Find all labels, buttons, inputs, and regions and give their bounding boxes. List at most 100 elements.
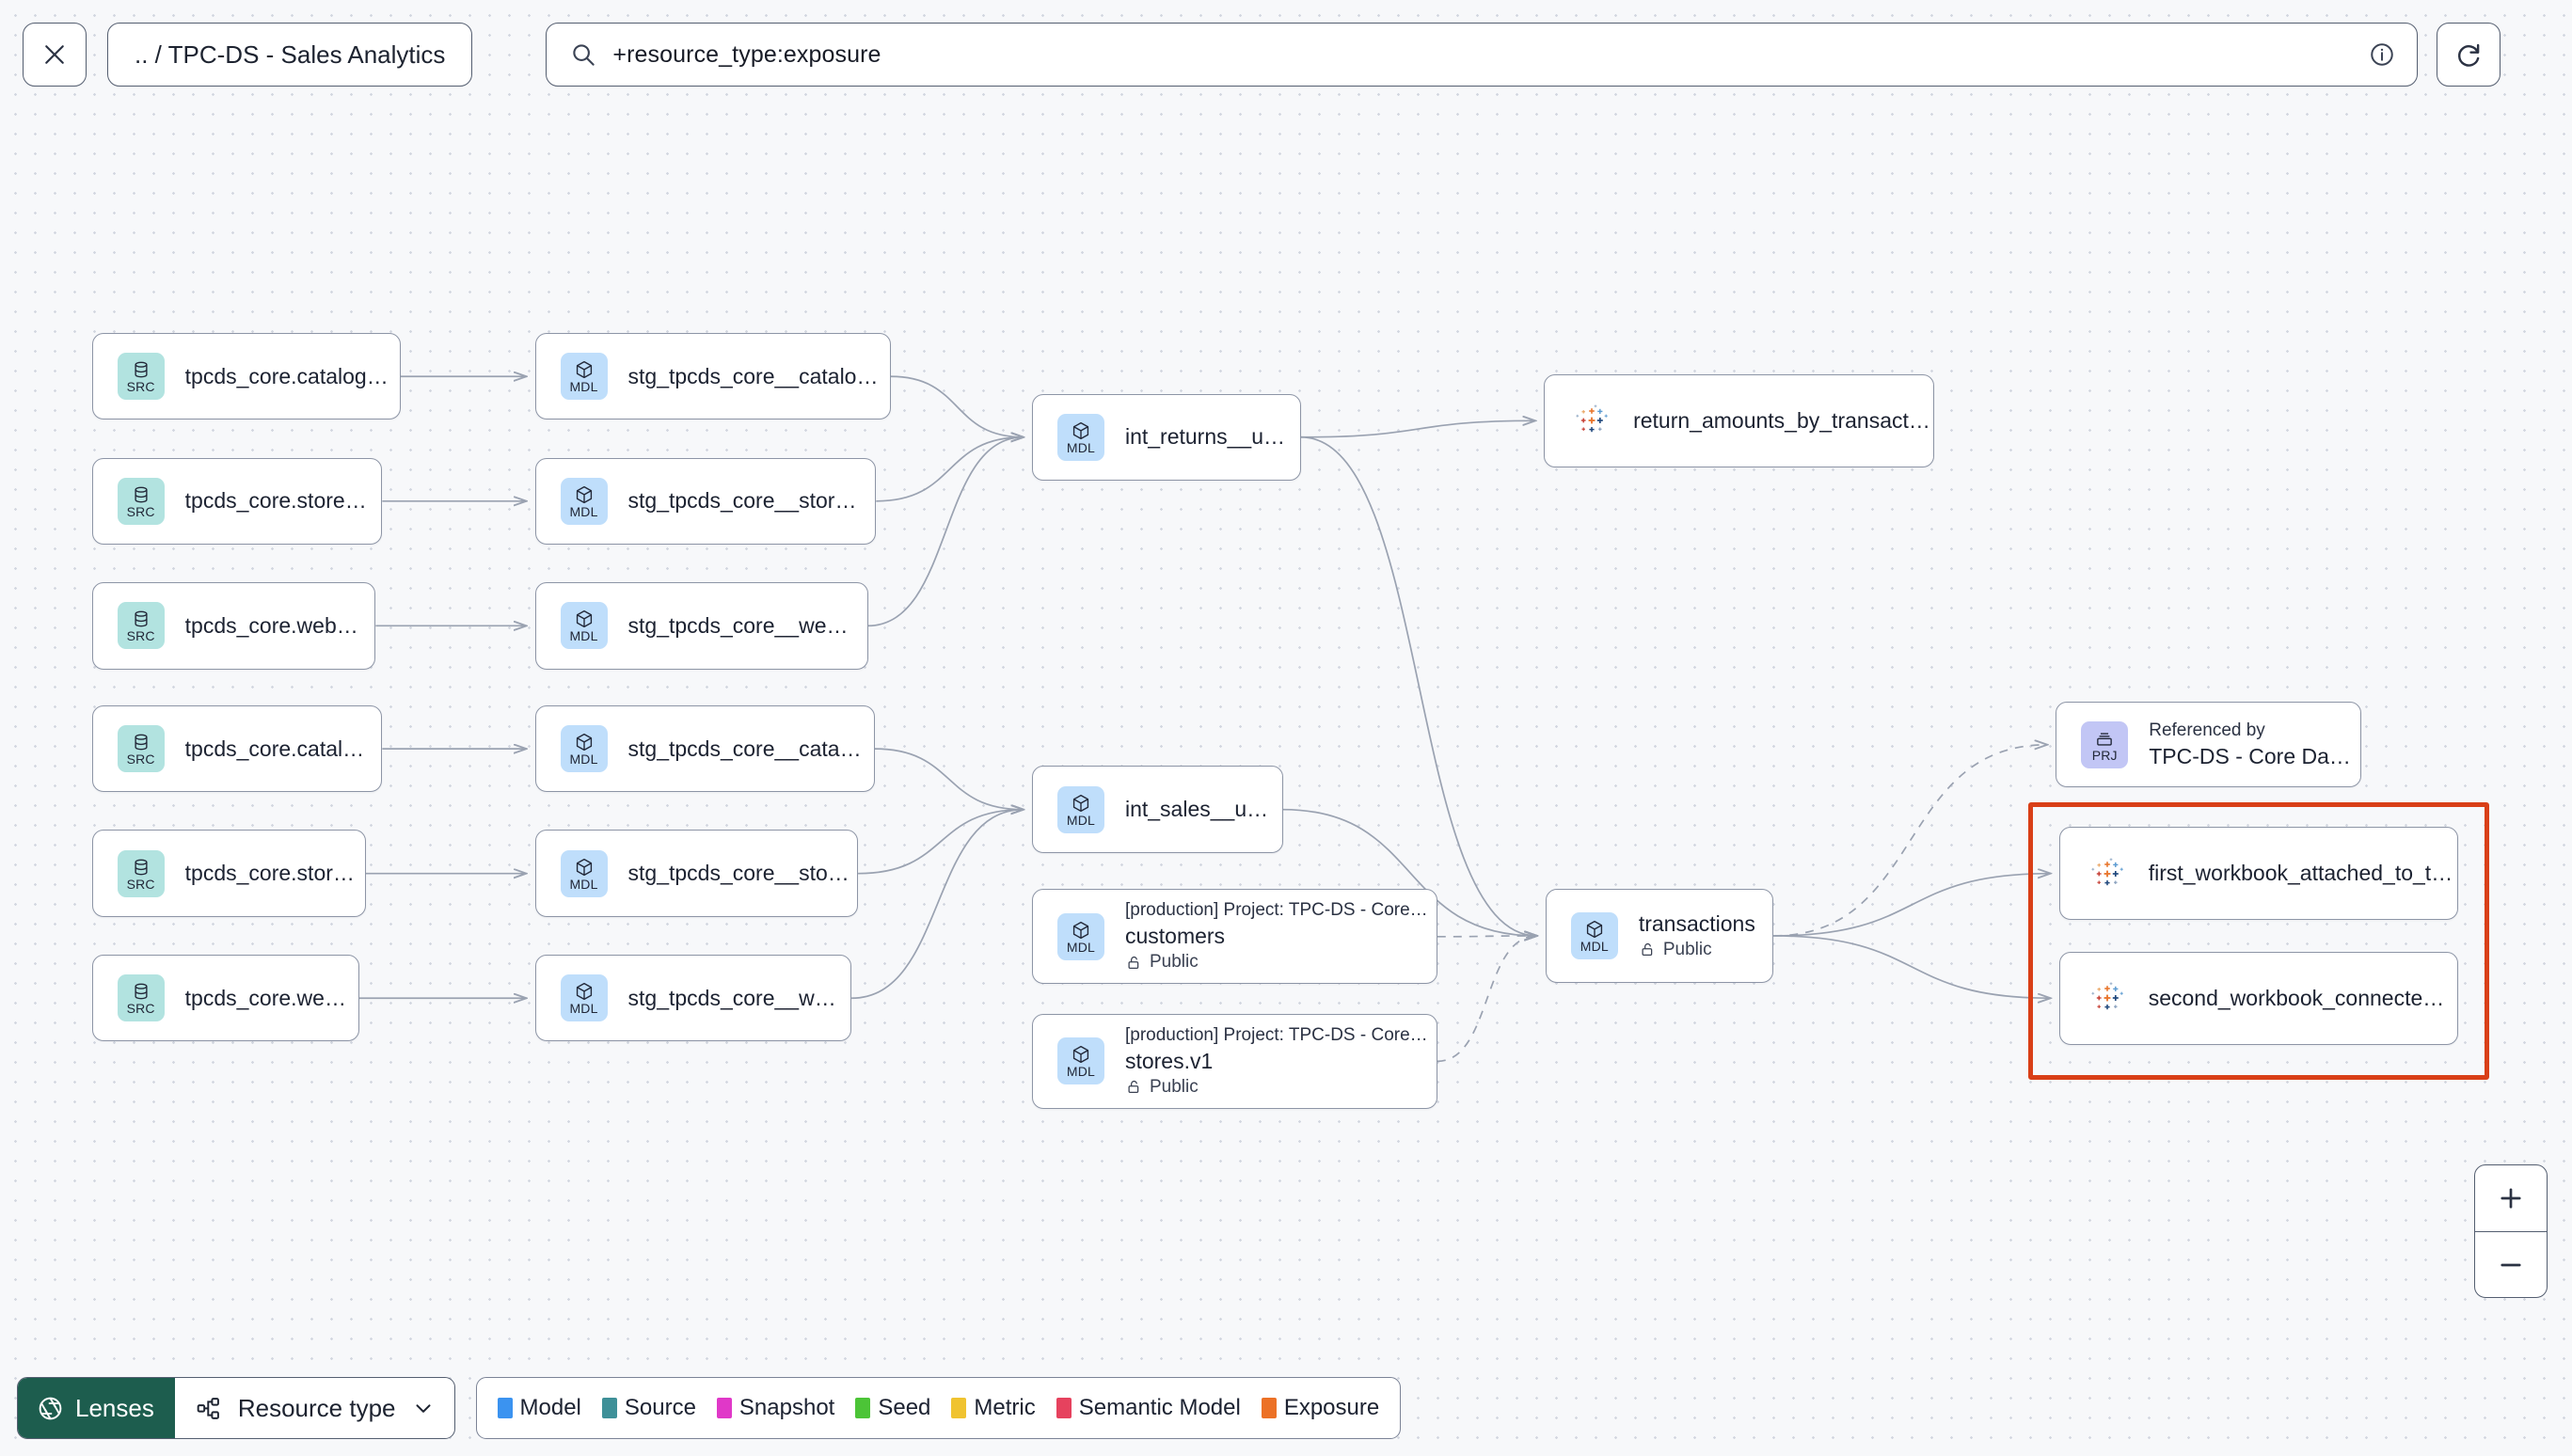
node-type-badge-label: MDL [1066,812,1096,828]
legend-item-metric[interactable]: Metric [951,1395,1036,1421]
graph-node-first_workbook[interactable]: first_workbook_attached_to_tpc-ds_-_… [2058,826,2458,921]
graph-edge [1773,745,2047,937]
graph-node-stg_web_returns[interactable]: MDL stg_tpcds_core__web_returns [534,582,868,670]
node-title: tpcds_core.store_returns [184,488,374,514]
hierarchy-icon [197,1397,219,1419]
chevron-down-icon[interactable] [411,1396,436,1420]
info-icon[interactable] [2368,40,2396,69]
breadcrumb-button[interactable]: .. / TPC-DS - Sales Analytics [107,23,473,87]
legend-label: Seed [878,1395,931,1420]
cube-icon [574,359,595,380]
node-title: second_workbook_connected_to_live… [2148,985,2455,1010]
graph-edge [1773,935,2050,998]
minus-icon [2501,1263,2521,1266]
node-type-badge-label: SRC [126,752,155,768]
legend-item-semantic-model[interactable]: Semantic Model [1056,1395,1241,1421]
node-type-badge-label: MDL [1066,939,1096,955]
graph-node-stg_store_returns[interactable]: MDL stg_tpcds_core__store_returns [534,457,877,545]
graph-edge [1437,936,1537,937]
legend-label: Snapshot [738,1395,835,1420]
node-title: first_workbook_attached_to_tpc-ds_-_… [2148,861,2455,886]
node-type-badge-label: SRC [126,379,155,395]
legend-item-snapshot[interactable]: Snapshot [716,1395,835,1421]
legend-swatch [716,1398,732,1418]
lenses-button[interactable]: Lenses [18,1378,175,1438]
legend-swatch [855,1398,871,1418]
node-labels: stg_tpcds_core__store_returns [628,488,868,514]
lenses-label: Lenses [75,1393,154,1422]
database-icon [131,484,151,505]
zoom-in-button[interactable] [2475,1165,2547,1231]
node-title: TPC-DS - Core Data Models [2149,743,2352,768]
legend-label: Metric [974,1395,1036,1420]
graph-node-return_amounts[interactable]: return_amounts_by_transaction_type [1544,373,1935,468]
graph-edge [851,810,1024,1000]
node-labels: Referenced by TPC-DS - Core Data Models [2149,720,2352,769]
legend-item-seed[interactable]: Seed [855,1395,930,1421]
graph-node-second_workbook[interactable]: second_workbook_connected_to_live… [2058,951,2458,1045]
graph-node-stores_v1[interactable]: MDL[production] Project: TPC-DS - Core D… [1031,1013,1437,1109]
node-visibility-label: Public [1149,1076,1199,1097]
refresh-button[interactable] [2437,23,2501,87]
node-title: stg_tpcds_core__catalog_sales [627,736,866,761]
node-labels: [production] Project: TPC-DS - Core Data… [1125,900,1429,973]
zoom-out-button[interactable] [2475,1231,2547,1297]
node-labels: first_workbook_attached_to_tpc-ds_-_… [2149,861,2455,886]
graph-node-customers[interactable]: MDL [production] Project: TPC-DS - Core D… [1031,889,1437,985]
node-type-badge-label: SRC [126,1001,155,1017]
graph-edge [890,375,1024,437]
tableau-icon [1573,402,1611,439]
zoom-controls[interactable] [2474,1164,2548,1298]
legend-item-model[interactable]: Model [497,1395,581,1421]
node-title: stg_tpcds_core__store_returns [627,488,868,514]
node-visibility: Public [1125,952,1429,973]
node-type-badge-label: SRC [126,628,155,644]
legend-item-exposure[interactable]: Exposure [1261,1395,1380,1421]
search-input[interactable]: +resource_type:exposure [612,40,881,68]
search-bar[interactable]: +resource_type:exposure [546,23,2419,87]
node-subtitle: Referenced by [2149,720,2265,740]
graph-edge [876,437,1024,502]
unlock-icon [1128,956,1139,969]
lenses-control[interactable]: Lenses Resource type [17,1377,455,1439]
node-labels: tpcds_core.web_returns [185,613,368,639]
node-type-badge-mdl: MDL [560,602,608,650]
node-title: stg_tpcds_core__web_returns [627,612,860,638]
node-title: transactions [1638,910,1755,936]
node-title: int_sales__unioned [1124,797,1275,822]
close-button[interactable] [23,23,87,87]
graph-node-src_web_returns[interactable]: SRC tpcds_core.web_returns [91,582,376,670]
legend-swatch [951,1398,967,1418]
graph-edge [1300,435,1537,936]
node-type-badge-label: MDL [1580,938,1609,954]
graph-node-int_sales_unioned[interactable]: MDL int_sales__unioned [1031,766,1283,853]
legend-label: Exposure [1283,1395,1380,1420]
graph-edge [1437,936,1537,1063]
node-labels: stg_tpcds_core__store_sales [628,861,849,886]
legend-item-source[interactable]: Source [601,1395,696,1421]
graph-edge [874,748,1024,810]
resource-type-dropdown[interactable]: Resource type [175,1378,454,1438]
project-box-icon [2094,728,2115,749]
legend-swatch [1261,1398,1277,1418]
node-type-badge-mdl: MDL [560,974,608,1022]
database-icon [131,359,151,380]
legend-swatch [601,1398,617,1418]
node-type-badge-label: MDL [569,503,598,519]
node-labels: stg_tpcds_core__catalog_sales [628,736,866,762]
cube-icon [574,484,595,505]
